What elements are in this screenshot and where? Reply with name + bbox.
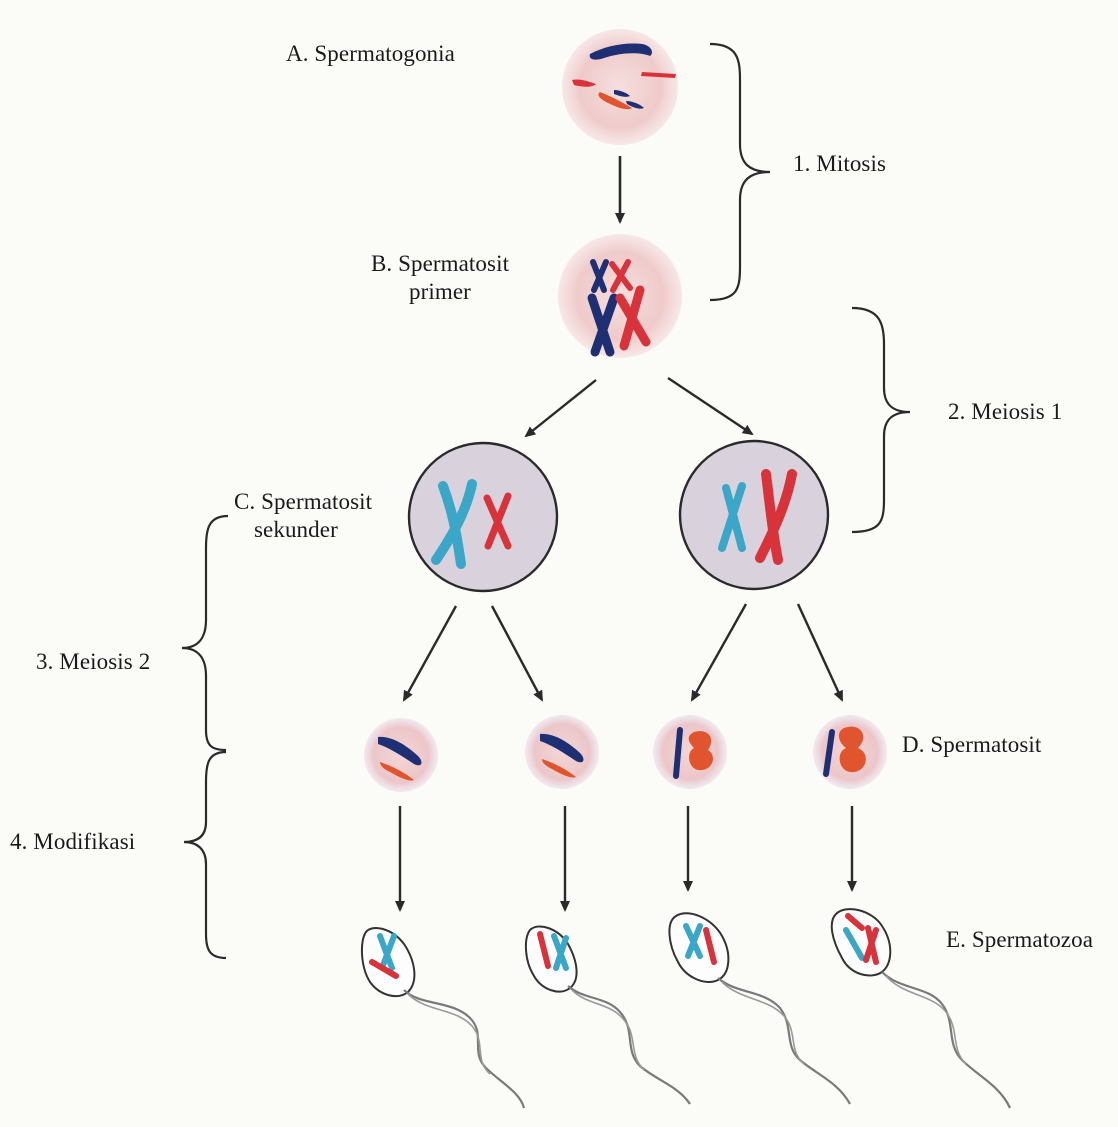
brace-mitosis	[710, 44, 770, 300]
label-b-line2: primer	[340, 278, 540, 306]
arrow-c-to-d-2	[492, 606, 542, 700]
secondary-spermatocyte-left	[409, 443, 557, 591]
label-3-meiosis2: 3. Meiosis 2	[36, 648, 150, 676]
arrow-b-to-c-left	[526, 380, 596, 436]
label-c-line2: sekunder	[234, 516, 372, 544]
label-b-line1: B. Spermatosit	[340, 250, 540, 278]
label-e-spermatozoa: E. Spermatozoa	[946, 926, 1093, 954]
spermatid-2	[525, 715, 599, 789]
spermatozoon-2	[526, 926, 690, 1104]
label-2-meiosis1: 2. Meiosis 1	[948, 398, 1062, 426]
arrow-b-to-c-right	[668, 378, 752, 434]
label-c-spermatosit-sekunder: C. Spermatosit sekunder	[234, 488, 372, 544]
primary-spermatocyte-cell	[558, 234, 682, 358]
spermatozoon-1	[362, 928, 524, 1108]
secondary-spermatocyte-right	[680, 441, 828, 589]
label-4-modifikasi: 4. Modifikasi	[10, 828, 135, 856]
label-d-spermatosit: D. Spermatosit	[902, 731, 1041, 759]
arrow-c-to-d-1	[404, 606, 456, 700]
arrow-c-to-d-3	[692, 604, 746, 700]
spermatid-1	[364, 718, 438, 792]
spermatid-3	[653, 715, 727, 789]
label-c-line1: C. Spermatosit	[234, 488, 372, 516]
spermatozoon-3	[669, 913, 850, 1104]
arrow-c-to-d-4	[798, 604, 842, 700]
brace-modifikasi	[184, 752, 226, 958]
brace-meiosis2	[182, 516, 228, 750]
label-b-spermatosit-primer: B. Spermatosit primer	[340, 250, 540, 306]
spermatid-4	[813, 715, 887, 789]
label-1-mitosis: 1. Mitosis	[793, 150, 886, 178]
spermatogonia-cell	[562, 29, 678, 145]
brace-meiosis1	[852, 308, 910, 532]
label-a-spermatogonia: A. Spermatogonia	[286, 40, 455, 68]
